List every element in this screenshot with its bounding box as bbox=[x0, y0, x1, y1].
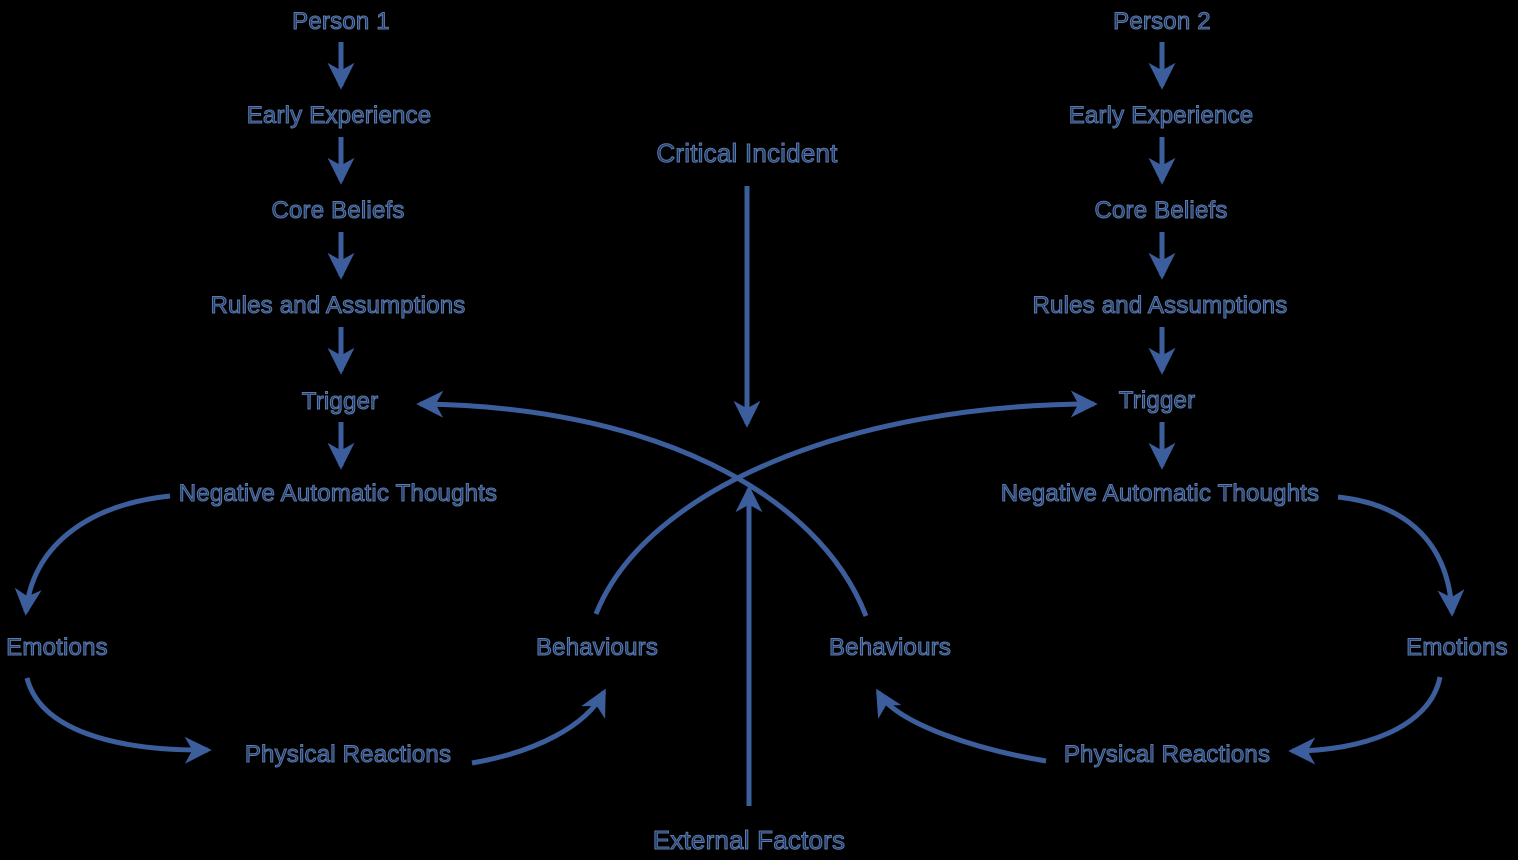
node-physical-reactions-2: Physical Reactions bbox=[1063, 741, 1271, 769]
node-external-factors: External Factors bbox=[652, 825, 846, 856]
arrow-behaviours1-to-trigger2 bbox=[593, 390, 1098, 615]
node-early-experience-2: Early Experience bbox=[1068, 102, 1254, 130]
node-critical-incident: Critical Incident bbox=[656, 138, 838, 169]
arrow-nat1-to-emotions bbox=[14, 493, 171, 616]
arrow-nat2-to-emotions bbox=[1337, 494, 1465, 617]
node-emotions-1: Emotions bbox=[6, 634, 108, 662]
node-trigger-1: Trigger bbox=[301, 388, 379, 416]
node-emotions-2: Emotions bbox=[1406, 634, 1508, 662]
arrow-physical-reactions1-to-behaviours bbox=[471, 688, 607, 766]
arrow-emotions2-to-physical-reactions bbox=[1288, 676, 1443, 765]
node-negative-automatic-thoughts-1: Negative Automatic Thoughts bbox=[178, 480, 498, 508]
node-behaviours-1: Behaviours bbox=[535, 634, 659, 662]
node-core-beliefs-1: Core Beliefs bbox=[271, 197, 405, 225]
node-core-beliefs-2: Core Beliefs bbox=[1094, 197, 1228, 225]
node-rules-assumptions-1: Rules and Assumptions bbox=[210, 292, 466, 320]
node-rules-assumptions-2: Rules and Assumptions bbox=[1032, 292, 1288, 320]
node-early-experience-1: Early Experience bbox=[246, 102, 432, 130]
arrow-emotions1-to-physical-reactions bbox=[24, 677, 212, 764]
node-physical-reactions-1: Physical Reactions bbox=[244, 741, 452, 769]
node-behaviours-2: Behaviours bbox=[828, 634, 952, 662]
node-negative-automatic-thoughts-2: Negative Automatic Thoughts bbox=[1000, 480, 1320, 508]
node-person2-title: Person 2 bbox=[1113, 8, 1211, 36]
node-person1-title: Person 1 bbox=[292, 8, 390, 36]
arrow-behaviours2-to-trigger1 bbox=[416, 390, 869, 617]
arrow-physical-reactions2-to-behaviours bbox=[875, 688, 1047, 764]
node-trigger-2: Trigger bbox=[1118, 387, 1196, 415]
